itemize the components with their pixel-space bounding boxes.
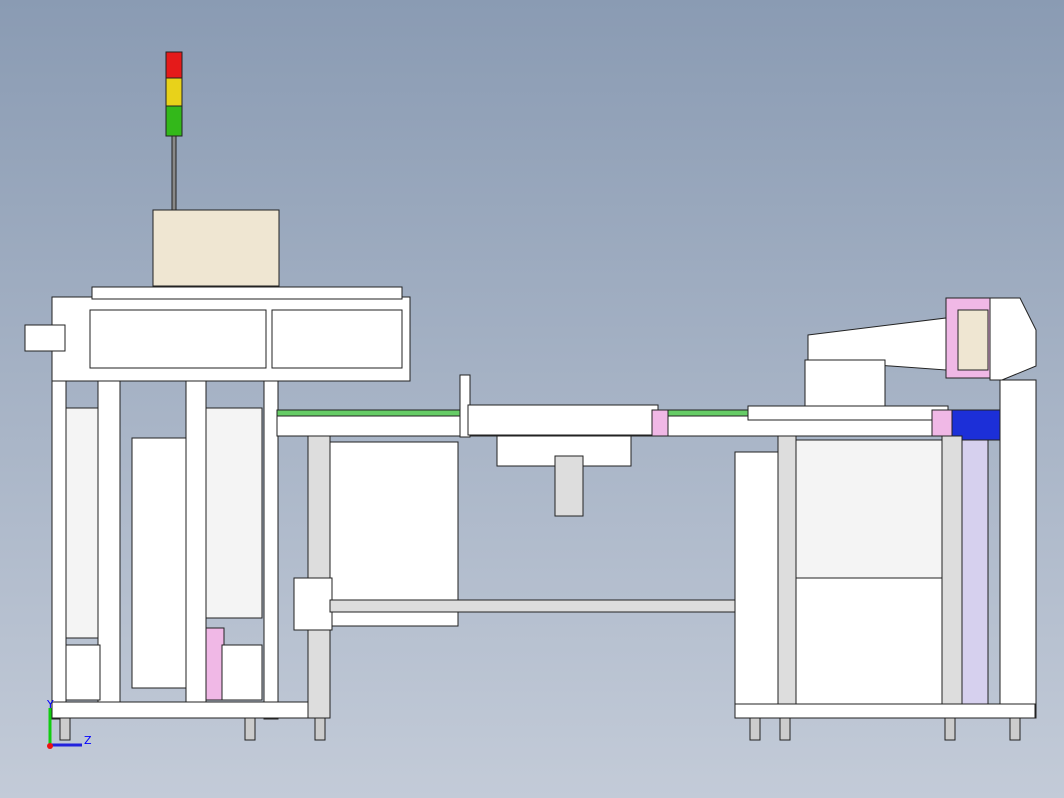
triad-y-label: Y: [46, 698, 54, 711]
left-module: [24, 286, 411, 720]
control-cabinet: [152, 209, 280, 287]
conveyor: [276, 374, 958, 719]
triad-z-label: Z: [84, 734, 92, 747]
leveling-feet: [59, 717, 1021, 741]
coordinate-triad: [47, 708, 82, 749]
right-module: [734, 297, 1037, 719]
signal-tower: [165, 51, 183, 211]
